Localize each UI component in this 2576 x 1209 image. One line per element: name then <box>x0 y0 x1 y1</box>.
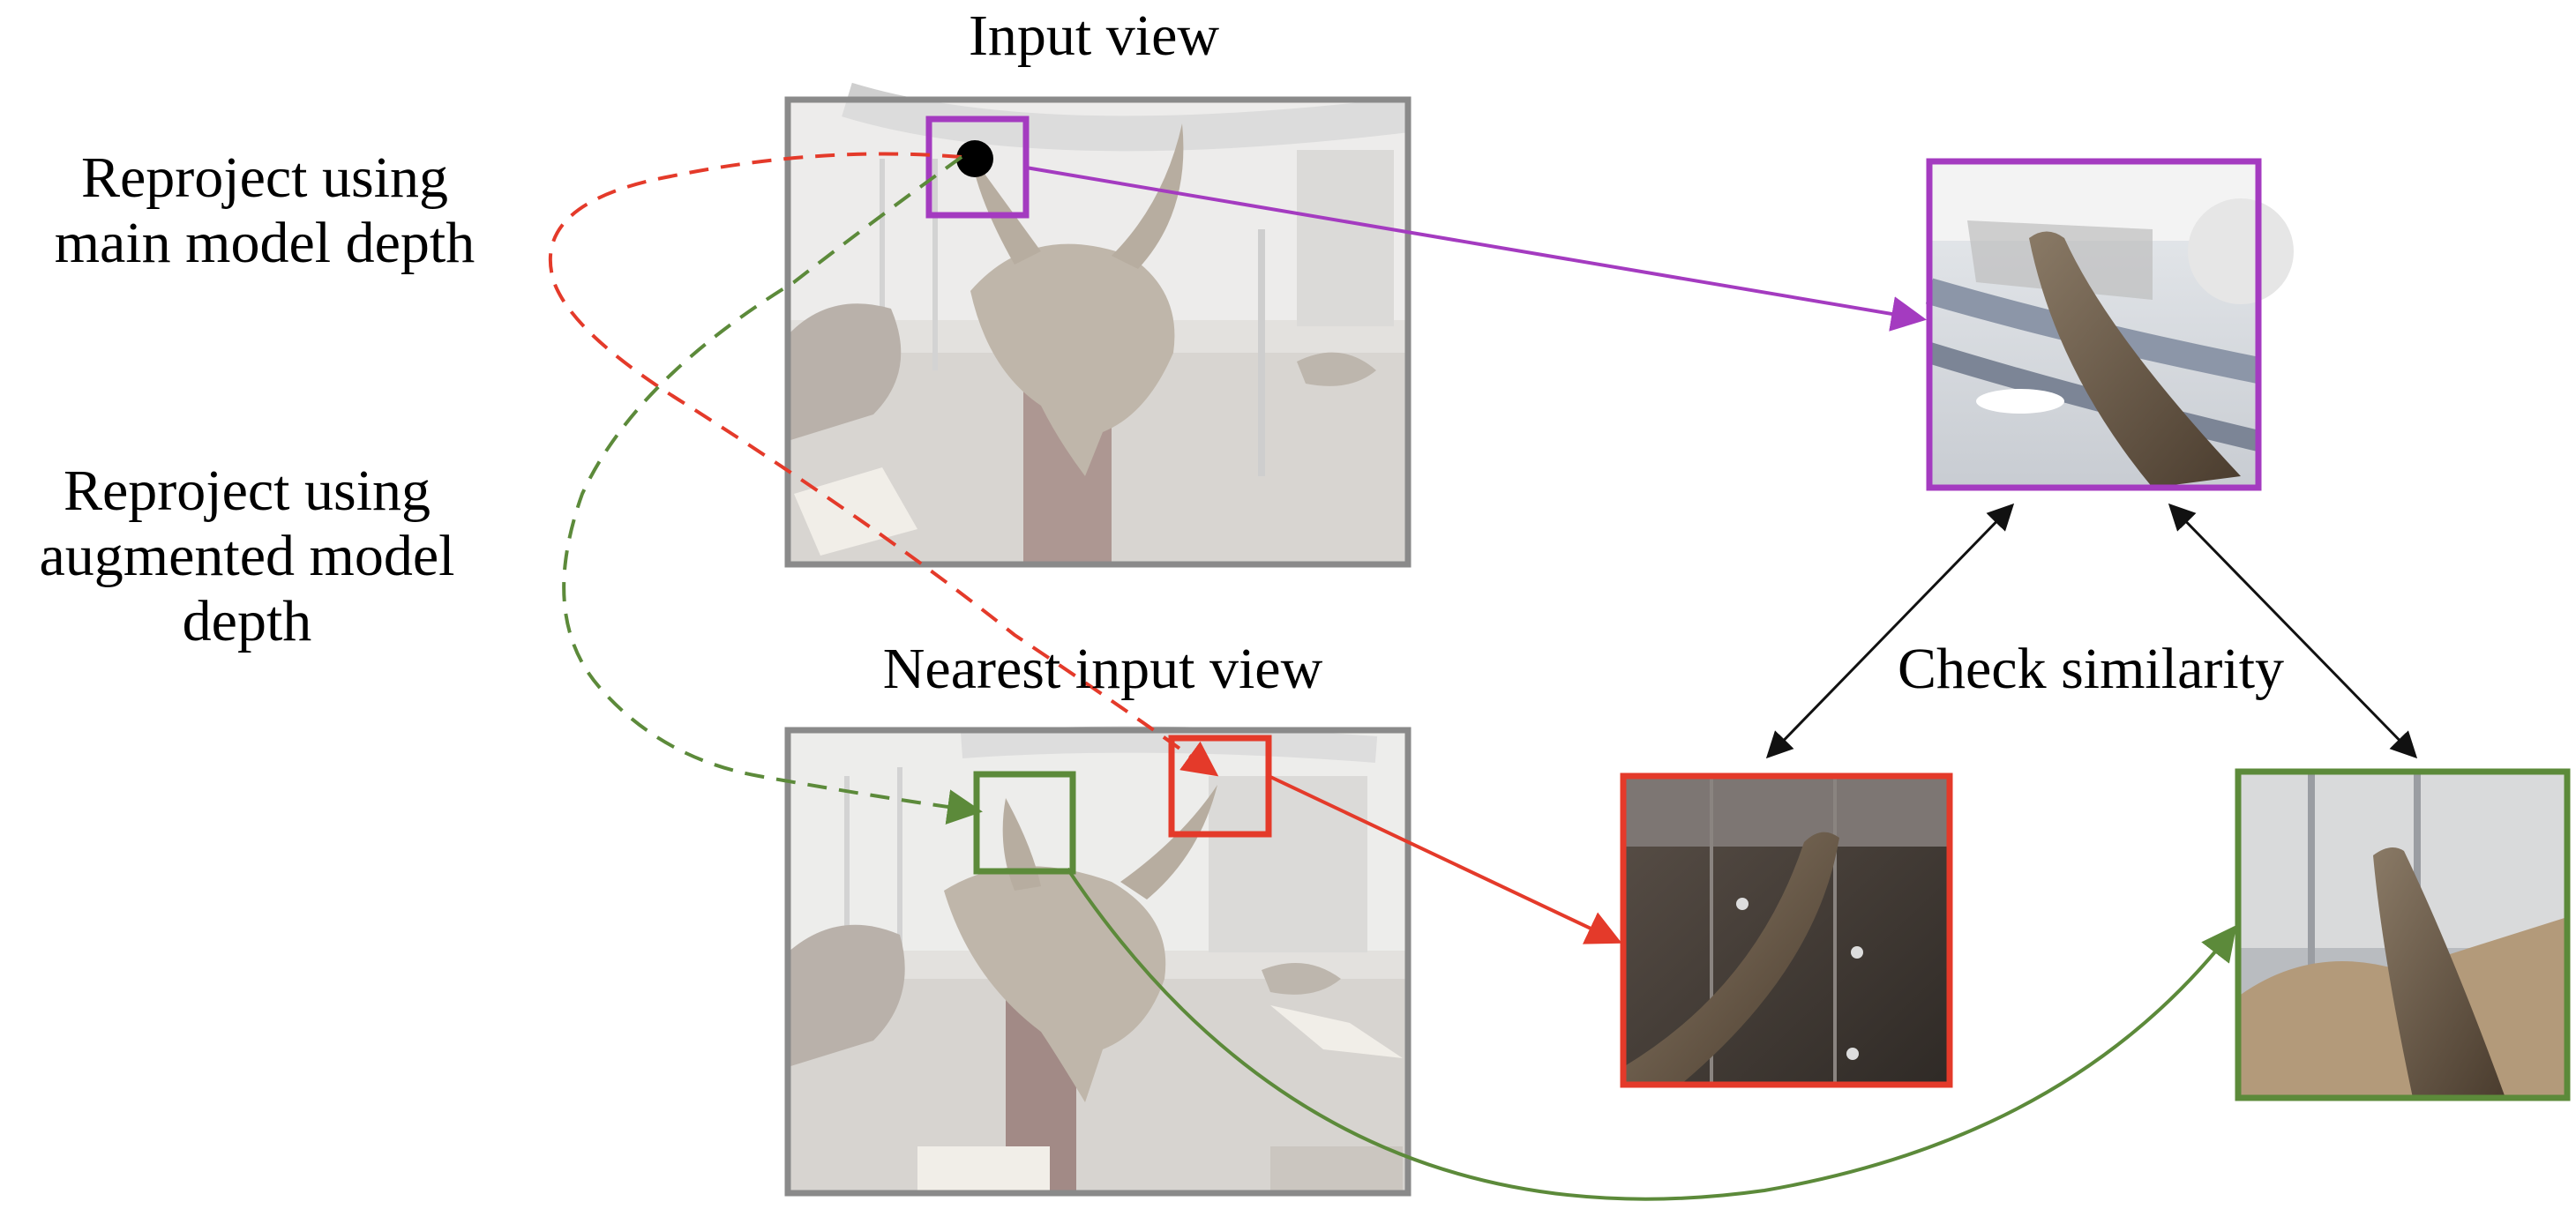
arrow-purple <box>1025 166 1927 332</box>
dashed-reproject-main <box>548 152 1219 777</box>
arrow-red <box>1268 774 1622 944</box>
reproject-augmented-label: Reproject using augmented model depth <box>39 459 455 653</box>
dashed-reproject-augmented <box>562 155 983 825</box>
reproject-main-label: Reproject using main model depth <box>54 146 476 275</box>
nearest-view-red-box <box>1168 735 1272 838</box>
similarity-arrow-left <box>1765 503 2015 759</box>
similarity-arrow-right <box>2168 503 2418 759</box>
input-view-purple-box <box>925 116 1030 219</box>
arrow-green <box>1066 867 2237 1201</box>
input-view-label: Input view <box>968 4 1220 68</box>
green-crop-frame <box>2235 768 2571 1101</box>
input-view-frame <box>784 96 1412 568</box>
red-crop-image <box>1623 776 1950 1085</box>
green-crop-image <box>2238 772 2567 1098</box>
nearest-input-view-label: Nearest input view <box>882 637 1323 701</box>
input-view-image <box>788 82 1411 564</box>
purple-crop-image <box>1925 161 2294 488</box>
nearest-input-view-image <box>788 726 1408 1193</box>
nearest-input-view-frame <box>784 727 1412 1197</box>
query-point-dot <box>956 140 993 177</box>
red-crop-frame <box>1620 772 1953 1088</box>
check-similarity-label: Check similarity <box>1897 637 2285 701</box>
purple-crop-frame <box>1926 158 2262 491</box>
